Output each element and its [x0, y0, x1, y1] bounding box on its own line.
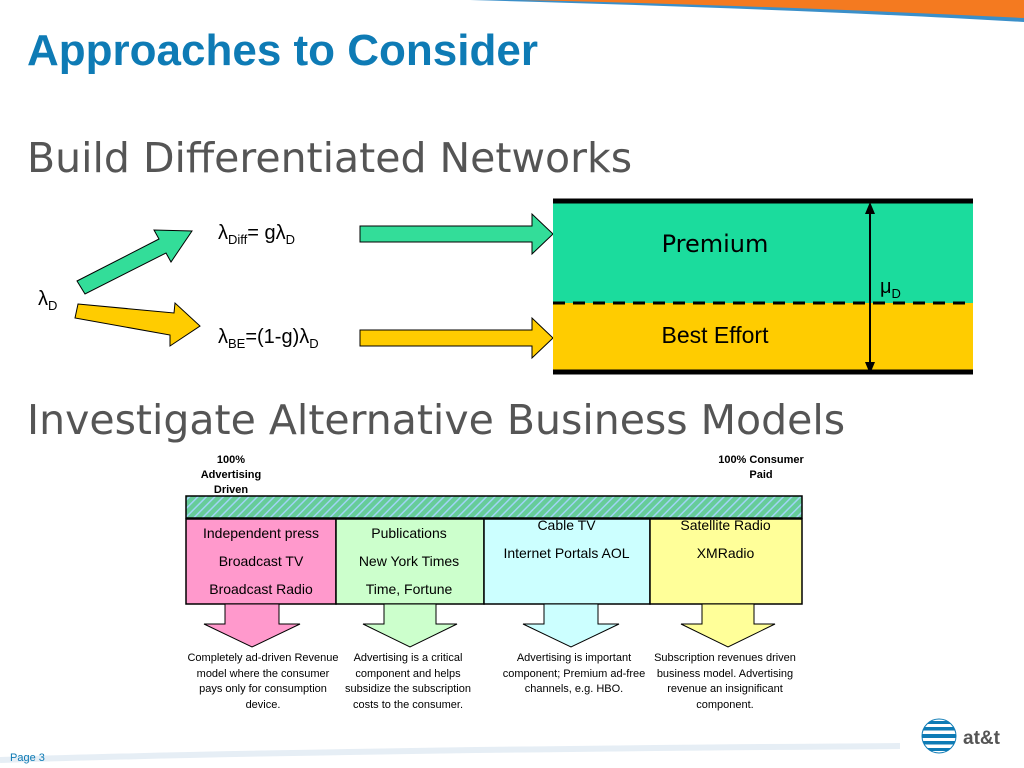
premium-arrow: [359, 212, 554, 256]
page-number: Page 3: [10, 752, 45, 764]
advertising-driven-label: 100% Advertising Driven: [200, 454, 262, 496]
best-effort-band: [553, 303, 973, 371]
example-item: Broadcast Radio: [209, 581, 313, 597]
page-title: Approaches to Consider: [27, 26, 538, 75]
best-effort-arrow: [359, 316, 554, 360]
category-arrow-3: [522, 603, 620, 648]
lower-split-arrow: [74, 301, 201, 347]
category-2-description: Advertising is a critical component and …: [345, 652, 471, 711]
category-box-3: [483, 518, 651, 605]
att-logo-text: at&t: [963, 728, 1000, 749]
category-arrow-4: [680, 603, 776, 648]
example-item: Satellite Radio: [680, 517, 771, 533]
network-diagram: [74, 198, 973, 375]
example-item: Cable TV: [537, 517, 596, 533]
footer-band: [0, 740, 1024, 768]
category-box-4: [649, 518, 803, 605]
example-item: Time, Fortune: [365, 581, 453, 597]
category-box-2: [335, 518, 485, 605]
example-item: XMRadio: [696, 545, 755, 561]
category-1-description: Completely ad-driven Revenue model where…: [187, 652, 339, 711]
category-3-examples: Cable TV Internet Portals AOL: [484, 511, 649, 567]
att-globe-icon: [921, 718, 957, 754]
example-item: New York Times: [358, 553, 460, 569]
consumer-paid-label: 100% Consumer Paid: [718, 454, 804, 481]
business-model-diagram: [185, 495, 803, 648]
category-arrow-2: [362, 603, 458, 648]
lambda-be-formula: λBE=(1-g)λD: [218, 326, 319, 351]
category-box-1: [185, 518, 337, 605]
category-3-description: Advertising is important component; Prem…: [502, 652, 646, 695]
spectrum-bar: [185, 495, 803, 519]
mu-d-label: μD: [880, 276, 901, 301]
example-item: Independent press: [203, 525, 319, 541]
section-heading-business-models: Investigate Alternative Business Models: [27, 396, 846, 444]
example-item: Publications: [371, 525, 447, 541]
header-swoosh: [470, 0, 1024, 22]
premium-band: [553, 203, 973, 303]
example-item: Internet Portals AOL: [503, 545, 630, 561]
lambda-diff-formula: λDiff= gλD: [218, 222, 296, 247]
section-heading-networks: Build Differentiated Networks: [27, 134, 633, 182]
category-4-examples: Satellite Radio XMRadio: [650, 511, 801, 567]
premium-label: Premium: [661, 230, 769, 258]
category-arrow-1: [203, 603, 301, 648]
best-effort-label: Best Effort: [661, 322, 769, 348]
category-4-description: Subscription revenues driven business mo…: [654, 652, 796, 711]
lambda-d-label: λD: [38, 288, 58, 313]
upper-split-arrow: [76, 229, 193, 295]
category-1-examples: Independent press Broadcast TV Broadcast…: [187, 519, 335, 603]
example-item: Broadcast TV: [218, 553, 304, 569]
category-2-examples: Publications New York Times Time, Fortun…: [336, 519, 482, 603]
